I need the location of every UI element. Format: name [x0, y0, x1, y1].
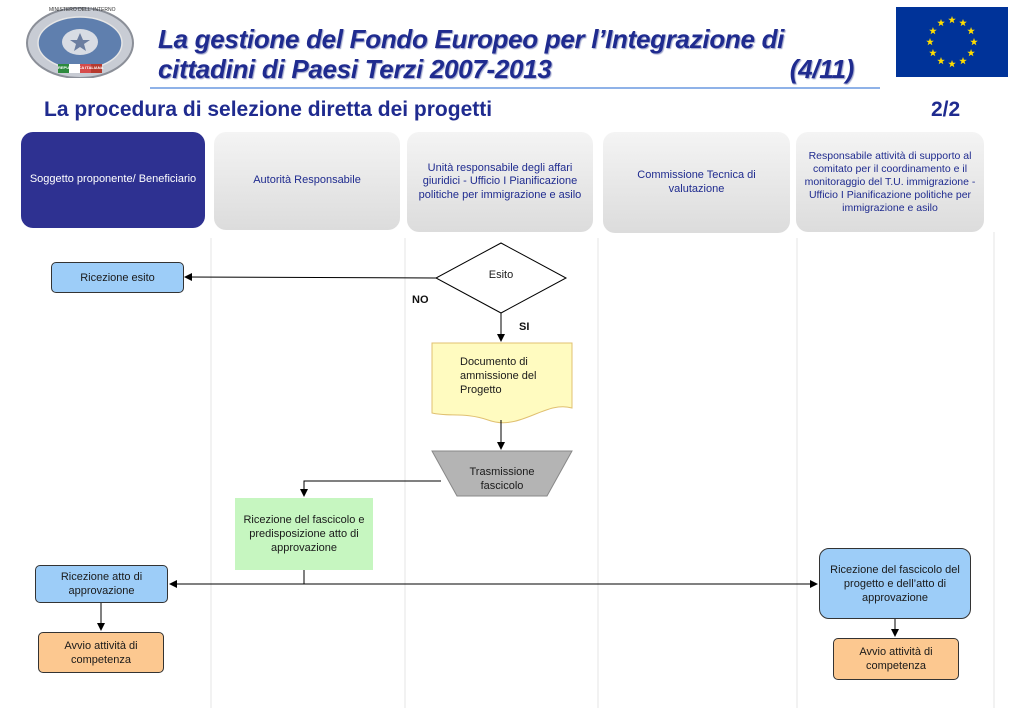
ricezione-fascicolo-box[interactable]: Ricezione del fascicolo e predisposizion…	[235, 498, 373, 570]
lane-header-autorita-responsabile: Autorità Responsabile	[214, 132, 400, 230]
avvio-attivita-right-box[interactable]: Avvio attività di competenza	[833, 638, 959, 680]
eu-star-icon	[967, 49, 975, 57]
logo-ring-text-bottom: REPUBBLICA ITALIANA	[58, 65, 104, 70]
eu-star-icon	[959, 18, 967, 27]
trasmissione-trapezoid[interactable]	[431, 450, 573, 497]
lane-header-label: Responsabile attività di supporto al com…	[804, 149, 976, 214]
title-line-1: La gestione del Fondo Europeo per l’Inte…	[158, 24, 878, 54]
lane-header-label: Autorità Responsabile	[253, 174, 361, 187]
eu-star-icon	[948, 16, 956, 24]
title-line1-text: La gestione del Fondo Europeo per l’Inte…	[158, 24, 785, 54]
logo-ring-text-top: MINISTERO DELL' INTERNO	[49, 7, 116, 13]
eu-star-icon	[929, 27, 937, 35]
connector-no	[184, 273, 437, 282]
ricezione-atto-box[interactable]: Ricezione atto di approvazione	[35, 565, 168, 603]
ricezione-esito-box[interactable]: Ricezione esito	[51, 262, 184, 293]
ministry-seal-icon	[26, 7, 134, 78]
connector-trasm-ricezione	[300, 480, 441, 497]
eu-star-icon	[926, 38, 934, 46]
lane-dividers	[210, 232, 995, 708]
title-page-indicator: (4/11)	[789, 54, 855, 84]
eu-star-icon	[929, 49, 937, 57]
title-line-2: cittadini di Paesi Terzi 2007-2013 (4/11…	[158, 54, 878, 84]
lane-header-label: Unità responsabile degli affari giuridic…	[418, 161, 582, 201]
page-title: La gestione del Fondo Europeo per l’Inte…	[158, 24, 878, 84]
yes-label: SI	[519, 321, 530, 333]
eu-star-icon	[948, 60, 956, 68]
section-page-number: 2/2	[931, 98, 961, 121]
eu-star-icon	[959, 57, 967, 65]
decision-label: Esito	[488, 269, 514, 281]
no-label: NO	[412, 294, 429, 306]
lane-header-commissione-tecnica: Commissione Tecnica di valutazione	[603, 132, 790, 233]
lane-header-label: Commissione Tecnica di valutazione	[637, 169, 756, 195]
eu-flag	[896, 7, 1008, 77]
title-line2-text: cittadini di Paesi Terzi 2007-2013	[158, 54, 552, 84]
eu-star-icon	[967, 27, 975, 35]
trasmissione-fascicolo-text: Trasmissione fascicolo	[469, 466, 535, 492]
connector-to-right	[303, 570, 818, 588]
lane-header-label: Soggetto proponente/ Beneficiario	[29, 173, 197, 186]
documento-ammissione-text: Documento di ammissione del Progetto	[460, 356, 537, 396]
document-shape[interactable]	[431, 342, 573, 424]
eu-star-icon	[970, 38, 978, 46]
eu-stars-icon	[926, 16, 978, 68]
lane-header-soggetto-proponente: Soggetto proponente/ Beneficiario	[21, 132, 205, 228]
section-subtitle: La procedura di selezione diretta dei pr…	[44, 98, 493, 121]
avvio-attivita-left-box[interactable]: Avvio attività di competenza	[38, 632, 164, 673]
ministry-logo: MINISTERO DELL' INTERNO REPUBBLICA ITALI…	[25, 4, 135, 78]
lane-header-responsabile-supporto: Responsabile attività di supporto al com…	[796, 132, 984, 232]
eu-star-icon	[937, 57, 945, 65]
lane-header-unita-affari-giuridici: Unità responsabile degli affari giuridic…	[407, 132, 593, 232]
ricezione-fascicolo-progetto-box[interactable]: Ricezione del fascicolo del progetto e d…	[819, 548, 971, 619]
eu-star-icon	[937, 18, 945, 27]
